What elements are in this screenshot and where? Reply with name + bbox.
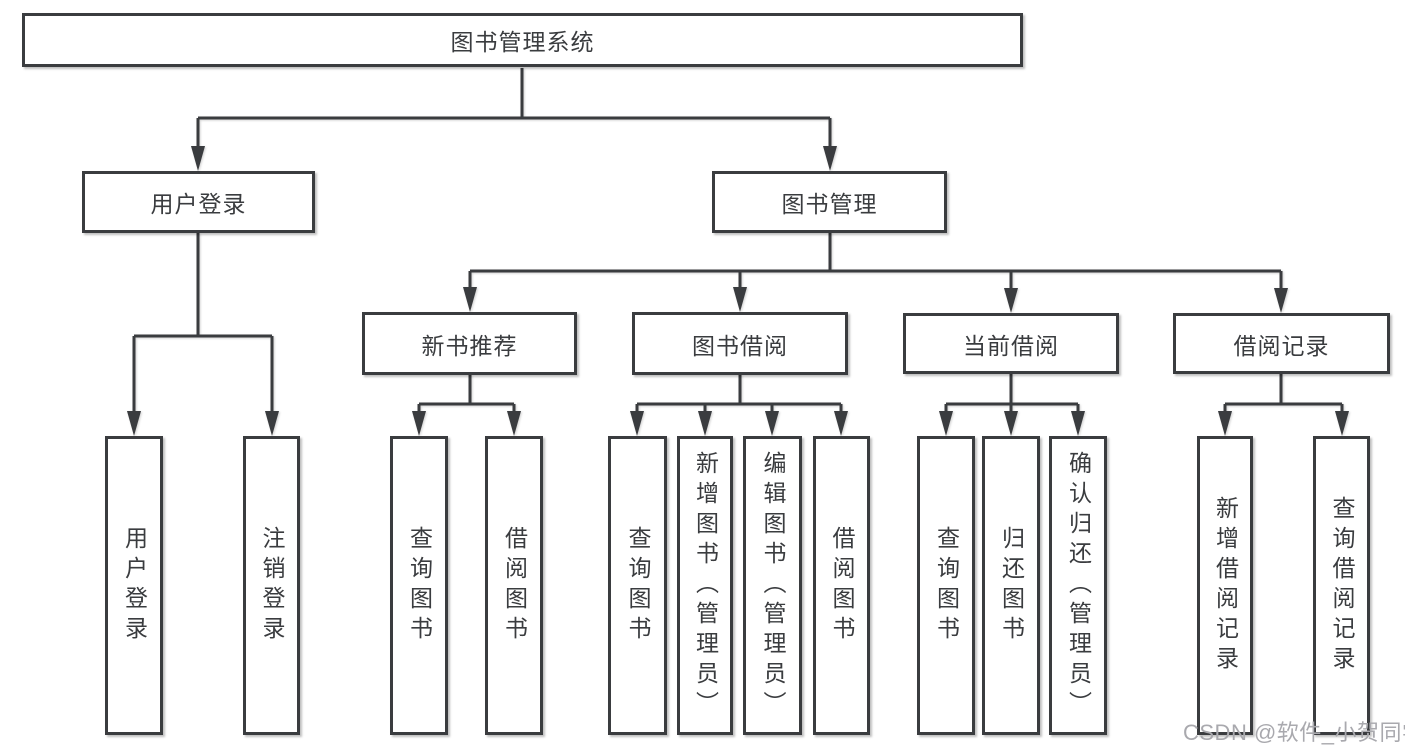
node-label: 确认归还（管理员） xyxy=(1065,450,1092,721)
node-label: 新增借阅记录 xyxy=(1212,495,1239,676)
node-book-borrowing: 图书借阅 xyxy=(632,312,848,375)
leaf-edit-book-admin: 编辑图书（管理员） xyxy=(743,436,802,735)
node-label: 用户登录 xyxy=(121,525,148,646)
node-label: 图书管理系统 xyxy=(450,29,595,55)
node-new-book-recommend: 新书推荐 xyxy=(362,312,577,375)
node-label: 图书管理 xyxy=(781,191,878,217)
node-current-borrowing: 当前借阅 xyxy=(903,313,1119,374)
leaf-logout: 注销登录 xyxy=(243,436,300,735)
leaf-add-borrow-record: 新增借阅记录 xyxy=(1197,436,1253,735)
leaf-add-book-admin: 新增图书（管理员） xyxy=(677,436,733,735)
node-label: 查询图书 xyxy=(625,525,651,646)
node-user-login: 用户登录 xyxy=(82,171,315,233)
leaf-borrow-books-borrow: 借阅图书 xyxy=(813,436,870,735)
node-label: 注销登录 xyxy=(259,525,285,646)
node-label: 用户登录 xyxy=(150,191,247,217)
leaf-query-books-current: 查询图书 xyxy=(917,436,975,735)
node-book-management: 图书管理 xyxy=(712,171,947,233)
node-label: 查询借阅记录 xyxy=(1329,495,1355,676)
node-root-system: 图书管理系统 xyxy=(22,13,1023,67)
node-label: 归还图书 xyxy=(998,525,1025,646)
node-label: 新书推荐 xyxy=(421,332,518,359)
node-label: 当前借阅 xyxy=(963,332,1059,359)
node-borrowing-records: 借阅记录 xyxy=(1173,313,1390,374)
node-label: 借阅图书 xyxy=(501,525,528,646)
leaf-query-books-recommend: 查询图书 xyxy=(390,436,448,735)
leaf-borrow-books-recommend: 借阅图书 xyxy=(485,436,543,735)
node-label: 图书借阅 xyxy=(692,332,788,359)
leaf-query-borrow-record: 查询借阅记录 xyxy=(1313,436,1370,735)
node-label: 编辑图书（管理员） xyxy=(760,450,786,721)
leaf-user-login: 用户登录 xyxy=(105,436,163,735)
leaf-query-books-borrow: 查询图书 xyxy=(608,436,667,735)
leaf-confirm-return-admin: 确认归还（管理员） xyxy=(1049,436,1107,735)
node-label: 查询图书 xyxy=(933,525,960,646)
watermark: CSDN @软件_小贺同学 xyxy=(1183,720,1405,745)
node-label: 借阅记录 xyxy=(1233,332,1330,359)
leaf-return-book: 归还图书 xyxy=(982,436,1040,735)
node-label: 查询图书 xyxy=(406,525,433,646)
node-label: 借阅图书 xyxy=(829,525,855,646)
node-label: 新增图书（管理员） xyxy=(692,450,719,721)
